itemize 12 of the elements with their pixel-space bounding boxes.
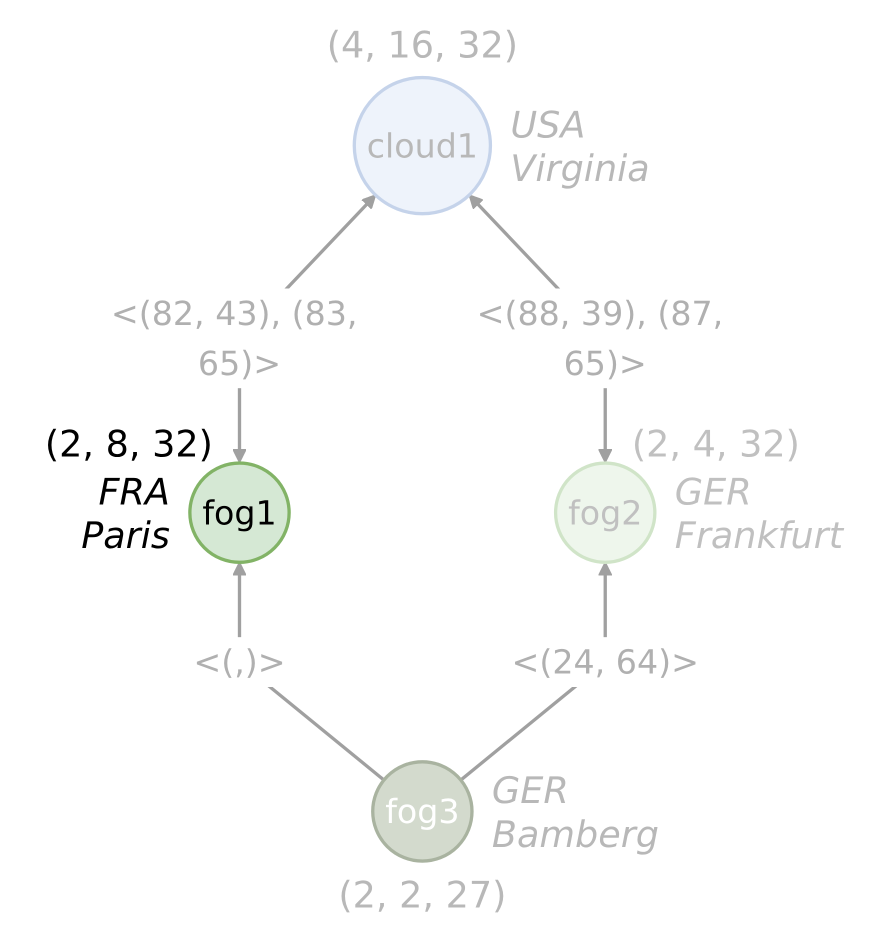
edge-label: <(24, 64)> (512, 642, 699, 682)
edge-label: <(,)> (193, 642, 286, 682)
node-caption: USA Virginia (510, 103, 650, 190)
node-caption: (2, 2, 27) (338, 874, 506, 917)
node-caption: GER Frankfurt (674, 470, 844, 558)
edge-label: <(88, 39), (87, 65)> (476, 293, 724, 384)
node-circle: cloud1 (352, 76, 492, 216)
node-caption: GER Bamberg (492, 769, 659, 856)
node-caption: (4, 16, 32) (326, 24, 518, 67)
node-circle: fog1 (188, 461, 291, 564)
edge-label: <(82, 43), (83, 65)> (110, 293, 358, 384)
node-caption: FRA Paris (81, 470, 170, 558)
